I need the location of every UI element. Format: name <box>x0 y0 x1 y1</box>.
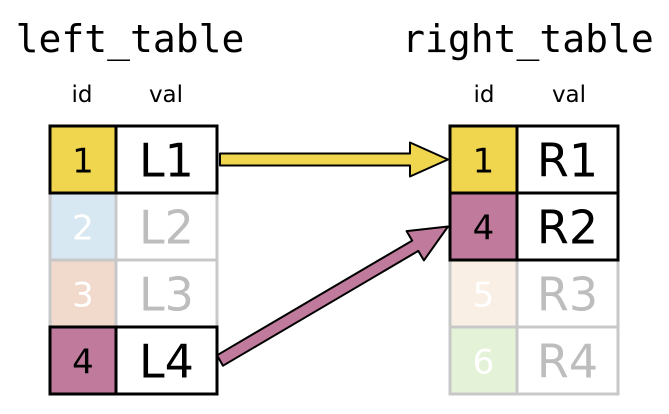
right-val-value: R2 <box>537 201 598 255</box>
right-val-cell <box>517 327 618 394</box>
right-row-1: 1 R1 <box>450 126 618 193</box>
left-val-value: L3 <box>139 268 194 322</box>
left-id-value: 3 <box>72 276 94 316</box>
right-row-4: 6 R4 <box>450 327 618 394</box>
left-row-border <box>48 124 219 195</box>
right-id-cell <box>450 327 517 394</box>
right-val-cell <box>517 193 618 260</box>
right-table: 1 R1 4 R2 5 R3 6 R4 <box>448 124 620 396</box>
left-id-value: 2 <box>72 209 94 249</box>
left-row-4: 4 L4 <box>50 327 217 394</box>
right-val-value: R1 <box>537 134 598 188</box>
right-id-cell <box>450 260 517 327</box>
right-row-border <box>448 325 620 396</box>
left-id-cell <box>50 193 116 260</box>
left-val-cell <box>116 327 217 394</box>
left-id-cell <box>50 126 116 193</box>
right-id-value: 4 <box>473 209 495 249</box>
left-val-value: L4 <box>139 335 194 389</box>
right-row-3: 5 R3 <box>450 260 618 327</box>
left-val-cell <box>116 193 217 260</box>
left-id-value: 4 <box>72 343 94 383</box>
right-id-header: id <box>474 82 495 108</box>
join-arrows <box>216 141 449 367</box>
left-row-border <box>48 325 219 396</box>
left-id-cell <box>50 260 116 327</box>
left-table-title: left_table <box>16 17 245 62</box>
left-val-value: L2 <box>139 201 194 255</box>
join-arrow-4-to-2 <box>216 225 449 367</box>
left-val-cell <box>116 126 217 193</box>
right-id-cell <box>450 126 517 193</box>
left-id-cell <box>50 327 116 394</box>
left-val-header: val <box>149 82 183 108</box>
left-table: 1 L1 2 L2 3 L3 4 L4 <box>48 124 219 396</box>
left-row-2: 2 L2 <box>50 193 217 260</box>
right-val-header: val <box>552 82 586 108</box>
right-id-value: 6 <box>473 343 495 383</box>
right-val-cell <box>517 260 618 327</box>
left-id-value: 1 <box>72 142 94 182</box>
right-table-title: right_table <box>402 17 654 62</box>
left-row-1: 1 L1 <box>50 126 217 193</box>
right-row-border <box>448 191 620 262</box>
left-val-cell <box>116 260 217 327</box>
right-val-value: R4 <box>537 335 598 389</box>
right-val-value: R3 <box>537 268 598 322</box>
left-val-value: L1 <box>139 134 194 188</box>
right-id-cell <box>450 193 517 260</box>
left-row-3: 3 L3 <box>50 260 217 327</box>
right-val-cell <box>517 126 618 193</box>
join-arrow-1-to-1 <box>219 141 449 178</box>
right-row-2: 4 R2 <box>450 193 618 260</box>
left-id-header: id <box>72 82 93 108</box>
right-id-value: 5 <box>473 276 495 316</box>
right-id-value: 1 <box>473 142 495 182</box>
